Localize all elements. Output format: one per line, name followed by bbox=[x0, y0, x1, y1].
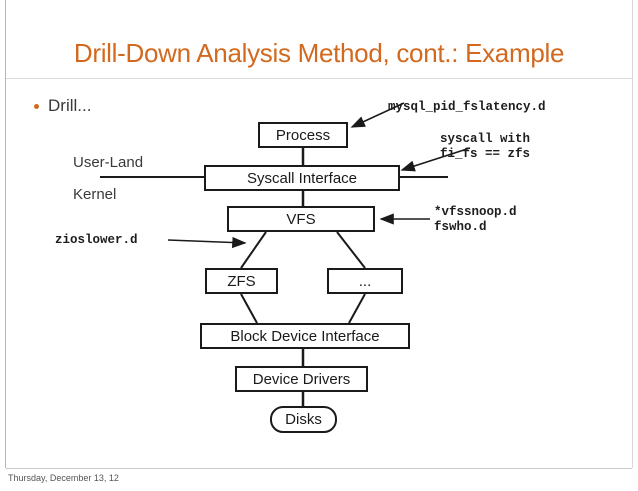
diagram-box-label: ZFS bbox=[227, 272, 256, 290]
diagram-box-label: VFS bbox=[286, 210, 316, 228]
bullet-dot-icon bbox=[34, 103, 39, 109]
diagram-box-disks[interactable]: Disks bbox=[270, 406, 337, 433]
page-title: Drill-Down Analysis Method, cont.: Examp… bbox=[73, 38, 565, 68]
footer-date: Thursday, December 13, 12 bbox=[8, 473, 119, 483]
diagram-box-device-drivers[interactable]: Device Drivers bbox=[235, 366, 368, 392]
annotation-syscall-with-fi-fs: syscall with fi_fs == zfs bbox=[440, 132, 531, 161]
bullet-item: Drill... bbox=[34, 96, 91, 116]
annotation-zioslower: zioslower.d bbox=[55, 233, 138, 247]
label-kernel: Kernel bbox=[73, 186, 117, 203]
label-user-land: User-Land bbox=[73, 154, 144, 171]
header-divider bbox=[6, 78, 632, 79]
diagram-box-zfs[interactable]: ZFS bbox=[205, 268, 278, 294]
diagram-box-syscall-interface[interactable]: Syscall Interface bbox=[204, 165, 400, 191]
diagram-box-label: Process bbox=[275, 126, 331, 144]
page-right-border bbox=[632, 0, 633, 468]
diagram-box-label: Block Device Interface bbox=[230, 327, 380, 345]
footer-divider bbox=[6, 468, 632, 469]
annotation-mysql-pid-fslatency: mysql_pid_fslatency.d bbox=[388, 100, 546, 114]
diagram-box-label: Disks bbox=[285, 411, 322, 428]
diagram-box-label: Device Drivers bbox=[252, 370, 351, 388]
diagram-box-other[interactable]: ... bbox=[327, 268, 403, 294]
diagram-box-label: ... bbox=[358, 272, 372, 290]
diagram-box-vfs[interactable]: VFS bbox=[227, 206, 375, 232]
page-left-border bbox=[5, 0, 6, 468]
annotation-vfssnoop-fswho: *vfssnoop.d fswho.d bbox=[434, 205, 517, 234]
diagram-box-process[interactable]: Process bbox=[258, 122, 348, 148]
diagram-box-block-device-interface[interactable]: Block Device Interface bbox=[200, 323, 410, 349]
diagram-box-label: Syscall Interface bbox=[246, 169, 358, 187]
bullet-item-label: Drill... bbox=[48, 96, 92, 115]
